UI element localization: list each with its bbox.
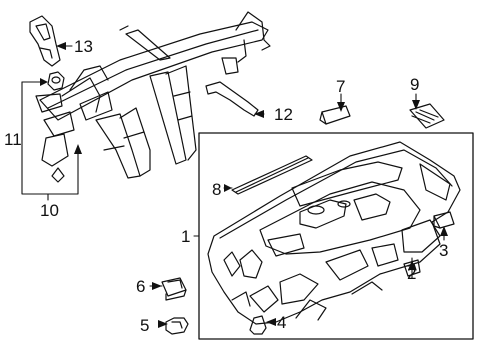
arrowhead-4 xyxy=(266,318,276,326)
callout-9: 9 xyxy=(410,75,420,94)
part-5-bolt xyxy=(165,317,189,335)
callout-7: 7 xyxy=(336,77,346,96)
callout-11: 11 xyxy=(4,130,22,149)
arrowhead-11 xyxy=(40,78,48,86)
arrowhead-9 xyxy=(412,100,420,110)
arrowhead-13 xyxy=(56,42,66,50)
arrowhead-10 xyxy=(74,144,82,154)
callout-8: 8 xyxy=(212,180,222,199)
arrowhead-7 xyxy=(337,102,345,112)
arrowhead-5 xyxy=(158,320,168,328)
arrowhead-6 xyxy=(152,282,162,290)
part-9-grille xyxy=(409,103,445,129)
part-13-bracket xyxy=(29,15,61,67)
callout-5: 5 xyxy=(140,316,150,335)
callout-13: 13 xyxy=(74,37,93,56)
arrowhead-8 xyxy=(224,184,232,192)
callout-12: 12 xyxy=(274,105,293,124)
leader-lines xyxy=(65,45,445,325)
callout-10: 10 xyxy=(40,201,59,220)
arrowhead-2 xyxy=(408,260,416,270)
instrument-panel xyxy=(207,141,461,325)
part-6-connector xyxy=(161,277,187,301)
part-12-duct xyxy=(205,81,259,117)
part-4-cap xyxy=(249,315,267,335)
part-11-clip xyxy=(47,71,65,91)
callout-2: 2 xyxy=(407,264,417,283)
callout-3: 3 xyxy=(439,241,449,260)
part-7-pad xyxy=(319,105,351,125)
callout-6: 6 xyxy=(136,277,146,296)
arrowhead-12 xyxy=(254,110,264,118)
callout-1: 1 xyxy=(181,227,191,246)
arrowheads xyxy=(40,42,448,328)
callout-4: 4 xyxy=(277,313,287,332)
part-3-clip xyxy=(433,211,455,229)
part-8-strip xyxy=(231,155,313,195)
cross-car-beam xyxy=(35,11,271,183)
arrowhead-3 xyxy=(440,226,448,236)
group-bracket-10-11 xyxy=(21,81,79,201)
